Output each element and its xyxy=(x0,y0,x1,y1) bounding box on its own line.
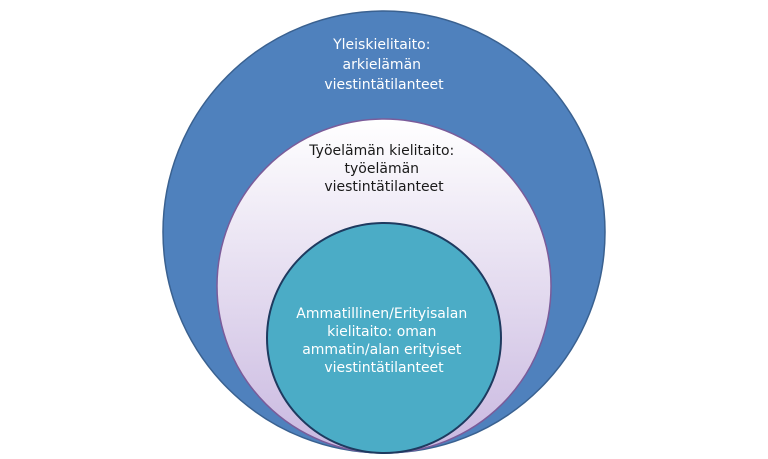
outer-label-line-2: arkielämän xyxy=(343,57,422,73)
middle-label-line-1: Työelämän kielitaito: xyxy=(308,143,454,159)
inner-circle xyxy=(266,222,502,454)
outer-label-line-1: Yleiskielitaito: xyxy=(332,37,430,53)
inner-label-line-3: ammatin/alan erityiset xyxy=(302,342,462,358)
inner-label-line-4: viestintätilanteet xyxy=(324,360,444,376)
outer-label-line-3: viestintätilanteet xyxy=(324,77,444,93)
middle-label-line-2: työelämän xyxy=(345,161,420,177)
outer-label: Yleiskielitaito: arkielämän viestintätil… xyxy=(324,37,444,93)
middle-label-line-3: viestintätilanteet xyxy=(324,179,444,195)
inner-label-line-1: Ammatillinen/Erityisalan xyxy=(296,306,467,322)
inner-label: Ammatillinen/Erityisalan kielitaito: oma… xyxy=(296,306,471,376)
inner-label-line-2: kielitaito: oman xyxy=(327,324,436,340)
middle-label: Työelämän kielitaito: työelämän viestint… xyxy=(308,143,458,195)
